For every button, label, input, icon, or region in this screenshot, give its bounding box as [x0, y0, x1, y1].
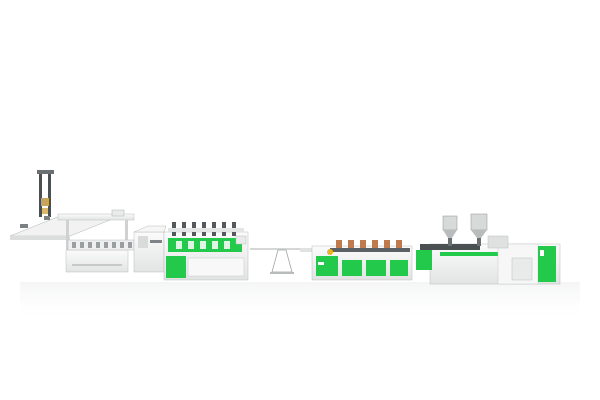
stacker-with-gantry [9, 170, 135, 273]
floor-reflection [20, 282, 580, 322]
roller-conveyor [67, 239, 135, 251]
twin-screw-extruder [416, 213, 561, 285]
haul-off-unit [163, 222, 249, 281]
support-rollers [250, 248, 320, 274]
calibration-tank [311, 240, 413, 281]
cutter-station [133, 225, 167, 273]
extruder-hoppers [442, 213, 488, 246]
